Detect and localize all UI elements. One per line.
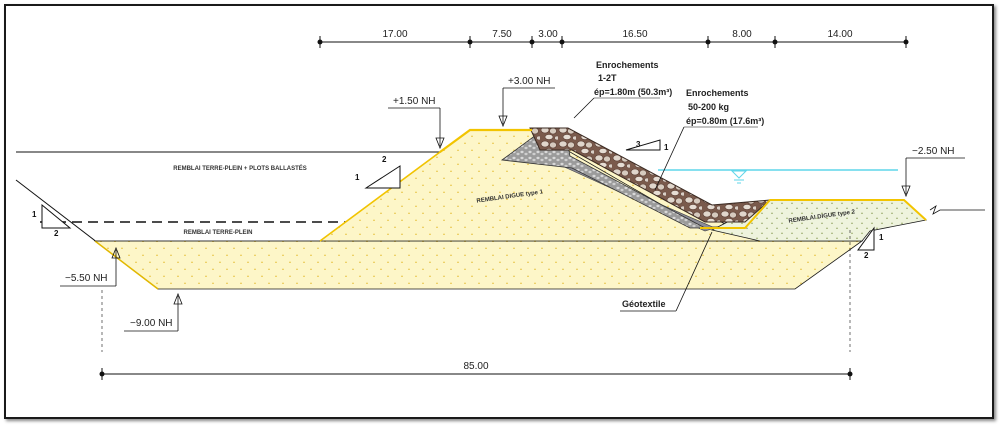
level-label: +1.50 NH (393, 96, 436, 107)
dimension-label: 17.00 (382, 29, 407, 40)
dimension-label: 85.00 (463, 361, 488, 372)
level-label: +3.00 NH (508, 76, 551, 87)
svg-text:1: 1 (32, 210, 37, 219)
underlayer-annotation: Enrochements 50-200 kg ép=0.80m (17.6m³) (654, 88, 764, 191)
svg-text:ép=0.80m (17.6m³): ép=0.80m (17.6m³) (686, 116, 764, 126)
svg-text:1-2T: 1-2T (598, 73, 617, 83)
svg-text:1: 1 (664, 143, 669, 152)
top-dimension-chain: 17.00 7.50 3.00 16.50 8.00 14.00 (317, 29, 909, 48)
level-marker-left-bottom: −5.50 NH (60, 246, 121, 287)
armour-rock-layer (529, 127, 772, 223)
svg-text:2: 2 (382, 155, 387, 164)
berm-line (700, 199, 927, 229)
dimension-label: 16.50 (622, 29, 647, 40)
slope-indicator-seaward: 3 1 (625, 139, 669, 152)
armour-annotation: Enrochements 1-2T ép=1.80m (50.3m³) (573, 60, 672, 119)
svg-text:Enrochements: Enrochements (686, 88, 749, 98)
dimension-label: 8.00 (732, 29, 752, 40)
level-label: −5.50 NH (65, 273, 108, 284)
dimension-label: 7.50 (492, 29, 512, 40)
fill-label-terre-plein: REMBLAI TERRE-PLEIN (184, 230, 253, 236)
geotextile-annotation: Géotextile (620, 231, 713, 312)
level-label: −2.50 NH (912, 146, 955, 157)
dimension-label: 3.00 (538, 29, 558, 40)
svg-text:2: 2 (54, 229, 59, 238)
svg-text:3: 3 (636, 140, 641, 149)
svg-text:1: 1 (879, 233, 884, 242)
svg-text:ép=1.80m (50.3m³): ép=1.80m (50.3m³) (594, 87, 672, 97)
svg-text:2: 2 (864, 251, 869, 260)
svg-text:1: 1 (355, 173, 360, 182)
slope-indicator-toe: 1 2 (857, 226, 884, 260)
svg-text:Géotextile: Géotextile (622, 299, 666, 309)
level-marker-bottom: −9.00 NH (124, 292, 183, 332)
right-ground-line (929, 204, 985, 215)
crest-line (439, 128, 532, 153)
level-marker-crest: +3.00 NH (498, 76, 555, 128)
level-label: −9.00 NH (130, 318, 173, 329)
svg-text:50-200 kg: 50-200 kg (688, 102, 729, 112)
bottom-dimension: 85.00 (99, 230, 853, 380)
level-marker-berm: +1.50 NH (388, 96, 445, 150)
slope-indicator-left-upper: 2 1 (355, 155, 401, 189)
level-marker-toe-right: −2.50 NH (901, 146, 965, 198)
water-level-symbol (730, 170, 748, 184)
svg-text:Enrochements: Enrochements (596, 60, 659, 70)
fill-label-terre-plein-plots: REMBLAI TERRE-PLEIN + PLOTS BALLASTÉS (173, 164, 307, 172)
slope-indicator-left-lower: 1 2 (32, 203, 72, 238)
dimension-label: 14.00 (827, 29, 852, 40)
